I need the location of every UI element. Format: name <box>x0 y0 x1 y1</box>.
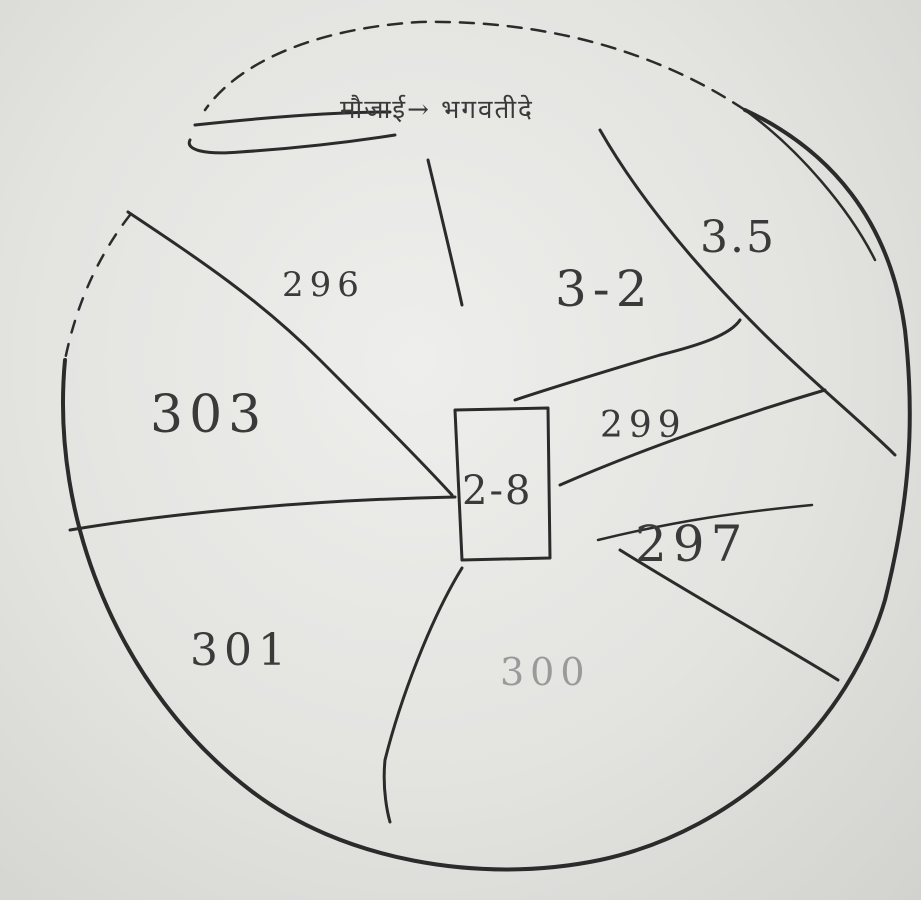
plot-label-299: 299 <box>600 405 687 446</box>
divider-s <box>384 568 462 822</box>
divider-ne-inner <box>515 320 740 400</box>
plot-label-302: 3-2 <box>555 260 654 318</box>
plot-label-300: 300 <box>500 650 591 694</box>
center-plot-label: 2-8 <box>462 468 532 514</box>
plot-label-297: 297 <box>635 515 748 573</box>
boundary-circle-dashed-left <box>65 215 130 360</box>
divider-nw <box>128 212 452 495</box>
plot-label-305: 3.5 <box>700 212 776 263</box>
plot-label-301: 301 <box>190 625 292 676</box>
divider-n <box>428 160 462 305</box>
plot-label-303: 303 <box>150 385 267 445</box>
header-text: मौजाई→ भगवतीदे <box>340 90 534 126</box>
plot-label-296: 296 <box>282 265 365 305</box>
divider-w <box>70 497 455 530</box>
